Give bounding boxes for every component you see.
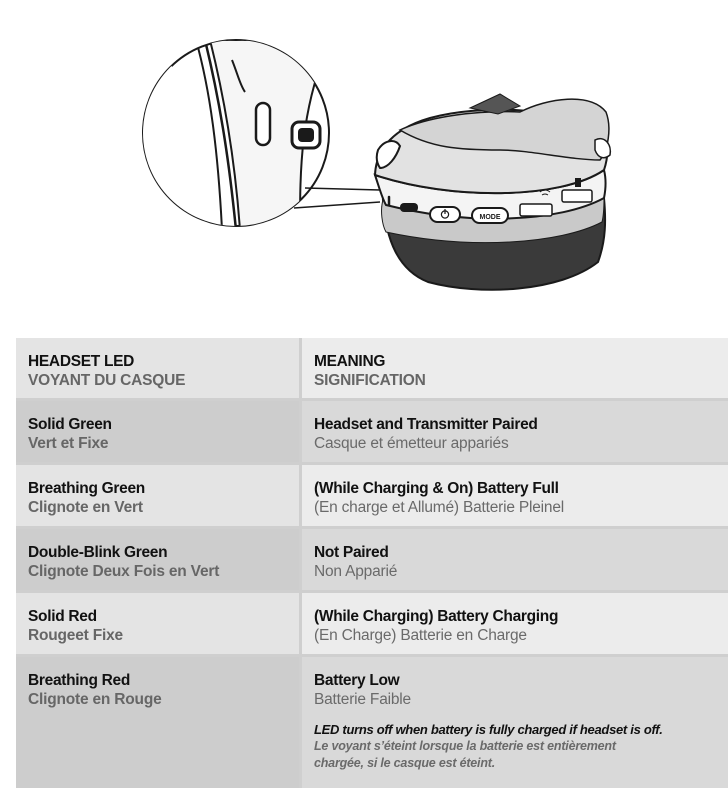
header-cell-meaning: MEANING SIGNIFICATION [302, 338, 728, 398]
meaning-cell: (While Charging) Battery Charging (En Ch… [302, 593, 728, 654]
led-cell: Breathing Green Clignote en Vert [16, 465, 299, 526]
meaning-cell: Not Paired Non Apparié [302, 529, 728, 590]
led-state-en: Breathing Red [28, 672, 131, 689]
led-state-fr: Clignote en Rouge [28, 691, 162, 708]
usb-c-port-icon [400, 203, 418, 212]
headset-earcup-drawing: MODE [373, 93, 612, 291]
battery-icon [561, 178, 593, 203]
table-row: Solid Red Rougeet Fixe (While Charging) … [16, 593, 728, 654]
header-led-fr: VOYANT DU CASQUE [28, 372, 186, 389]
meaning-en: Not Paired [314, 544, 389, 561]
battery-note-fr-line1: Le voyant s’éteint lorsque la batterie e… [314, 739, 616, 753]
header-cell-led: HEADSET LED VOYANT DU CASQUE [16, 338, 299, 398]
led-state-fr: Rougeet Fixe [28, 627, 123, 644]
meaning-en: Headset and Transmitter Paired [314, 416, 538, 433]
table-header-row: HEADSET LED VOYANT DU CASQUE MEANING SIG… [16, 338, 728, 398]
led-cell: Solid Red Rougeet Fixe [16, 593, 299, 654]
meaning-fr: (En Charge) Batterie en Charge [314, 627, 527, 644]
led-cell: Breathing Red Clignote en Rouge [16, 657, 299, 788]
header-led-en: HEADSET LED [28, 353, 135, 370]
led-state-fr: Vert et Fixe [28, 435, 109, 452]
table-row: Double-Blink Green Clignote Deux Fois en… [16, 529, 728, 590]
meaning-fr: (En charge et Allumé) Batterie Pleinel [314, 499, 565, 516]
meaning-cell: Battery Low Batterie Faible LED turns of… [302, 657, 728, 788]
battery-note-en: LED turns off when battery is fully char… [314, 722, 663, 737]
led-state-fr: Clignote en Vert [28, 499, 143, 516]
table-row: Breathing Green Clignote en Vert (While … [16, 465, 728, 526]
header-meaning-fr: SIGNIFICATION [314, 372, 426, 389]
meaning-en: (While Charging) Battery Charging [314, 608, 559, 625]
led-state-fr: Clignote Deux Fois en Vert [28, 563, 220, 580]
led-state-en: Solid Red [28, 608, 97, 625]
mode-button-label: MODE [480, 214, 501, 221]
led-status-table: HEADSET LED VOYANT DU CASQUE MEANING SIG… [16, 338, 728, 788]
meaning-fr: Batterie Faible [314, 691, 411, 708]
meaning-cell: (While Charging & On) Battery Full (En c… [302, 465, 728, 526]
wifi-pairing-icon [519, 189, 553, 217]
table-row: Breathing Red Clignote en Rouge Battery … [16, 657, 728, 788]
led-cell: Solid Green Vert et Fixe [16, 401, 299, 462]
magnifier-callout-circle [142, 39, 381, 227]
headset-illustration: MODE [142, 39, 612, 291]
table-row: Solid Green Vert et Fixe Headset and Tra… [16, 401, 728, 462]
meaning-cell: Headset and Transmitter Paired Casque et… [302, 401, 728, 462]
led-state-en: Double-Blink Green [28, 544, 168, 561]
meaning-fr: Non Apparié [314, 563, 398, 580]
led-state-en: Breathing Green [28, 480, 145, 497]
led-cell: Double-Blink Green Clignote Deux Fois en… [16, 529, 299, 590]
led-state-en: Solid Green [28, 416, 112, 433]
power-button-icon [429, 206, 461, 223]
meaning-en: (While Charging & On) Battery Full [314, 480, 559, 497]
meaning-en: Battery Low [314, 672, 400, 689]
battery-note-fr-line2: chargée, si le casque est éteint. [314, 756, 495, 770]
header-meaning-en: MEANING [314, 353, 386, 370]
meaning-fr: Casque et émetteur appariés [314, 435, 509, 452]
